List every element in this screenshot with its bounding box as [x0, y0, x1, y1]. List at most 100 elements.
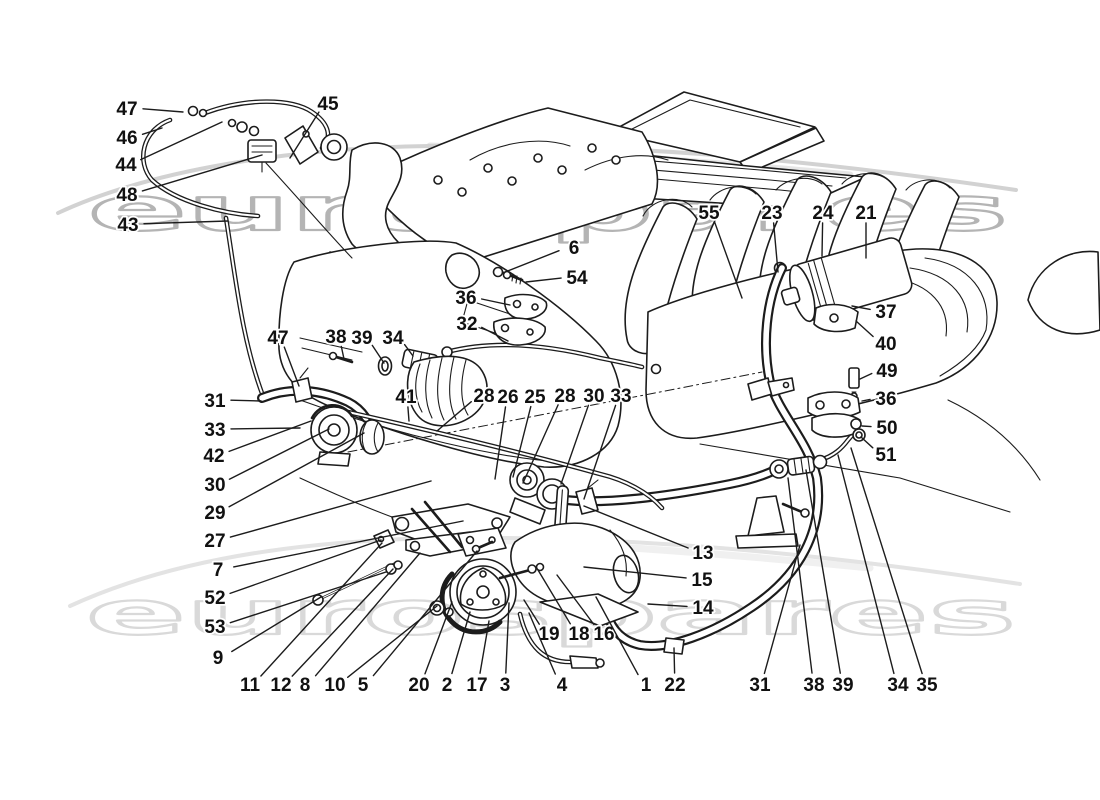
- part-label-1[interactable]: 1: [639, 673, 654, 698]
- part-label-55[interactable]: 55: [697, 201, 722, 226]
- part-label-39[interactable]: 39: [350, 326, 375, 351]
- part-label-52[interactable]: 52: [203, 586, 228, 611]
- leader-line-19: [523, 599, 540, 625]
- part-label-51[interactable]: 51: [874, 443, 899, 468]
- part-label-31[interactable]: 31: [748, 673, 773, 698]
- line-art: [415, 356, 469, 421]
- centerline: [347, 371, 763, 453]
- leader-line-1: [595, 596, 639, 676]
- line-art: [381, 360, 389, 372]
- part-label-54[interactable]: 54: [565, 266, 590, 291]
- leader-line-40: [855, 320, 874, 338]
- part-label-32[interactable]: 32: [455, 312, 480, 337]
- part-label-6[interactable]: 6: [567, 236, 581, 261]
- leader-line-41: [407, 406, 410, 422]
- part-label-47[interactable]: 47: [115, 97, 140, 122]
- part-label-15[interactable]: 15: [690, 568, 715, 593]
- part-label-38[interactable]: 38: [802, 673, 827, 698]
- part-label-12[interactable]: 12: [269, 673, 294, 698]
- line-art: [782, 381, 790, 389]
- bellows-boot: [406, 355, 488, 427]
- part-label-49[interactable]: 49: [875, 359, 900, 384]
- part-label-10[interactable]: 10: [323, 673, 348, 698]
- part-label-30[interactable]: 30: [582, 384, 607, 409]
- leader-line-43: [143, 220, 229, 225]
- part-label-14[interactable]: 14: [691, 596, 716, 621]
- line-art: [855, 431, 863, 439]
- part-label-31[interactable]: 31: [203, 389, 228, 414]
- part-label-39[interactable]: 39: [831, 673, 856, 698]
- part-label-27[interactable]: 27: [203, 529, 228, 554]
- line-art: [394, 516, 410, 532]
- part-label-2[interactable]: 2: [440, 673, 454, 698]
- line-art: [774, 464, 784, 474]
- part-label-41[interactable]: 41: [394, 385, 419, 410]
- part-label-11[interactable]: 11: [238, 673, 262, 698]
- part-label-43[interactable]: 43: [116, 213, 141, 238]
- line-art: [265, 162, 353, 259]
- part-label-17[interactable]: 17: [465, 673, 490, 698]
- line-art: [650, 363, 662, 375]
- part-label-25[interactable]: 25: [523, 385, 548, 410]
- part-label-8[interactable]: 8: [298, 673, 312, 698]
- part-label-28[interactable]: 28: [553, 384, 578, 409]
- part-label-53[interactable]: 53: [203, 615, 228, 640]
- line-art: [466, 598, 474, 606]
- part-label-26[interactable]: 26: [496, 385, 521, 410]
- line-art: [595, 658, 605, 668]
- part-label-30[interactable]: 30: [203, 473, 228, 498]
- part-label-50[interactable]: 50: [875, 416, 900, 441]
- bracket: [284, 125, 319, 165]
- leader-line-47: [142, 108, 184, 113]
- part-label-20[interactable]: 20: [407, 673, 432, 698]
- part-label-42[interactable]: 42: [202, 444, 227, 469]
- part-label-38[interactable]: 38: [324, 325, 349, 350]
- part-label-40[interactable]: 40: [874, 332, 899, 357]
- part-label-5[interactable]: 5: [356, 673, 371, 698]
- part-label-28[interactable]: 28: [472, 384, 497, 409]
- part-label-33[interactable]: 33: [203, 418, 228, 443]
- part-label-45[interactable]: 45: [316, 92, 341, 117]
- part-label-46[interactable]: 46: [115, 126, 140, 151]
- line-art: [841, 399, 851, 409]
- part-label-7[interactable]: 7: [211, 558, 225, 583]
- part-label-44[interactable]: 44: [114, 153, 139, 178]
- part-label-37[interactable]: 37: [874, 300, 899, 325]
- washer: [227, 118, 237, 128]
- leader-line-29: [228, 432, 365, 508]
- leader-line-54: [525, 277, 562, 283]
- part-label-24[interactable]: 24: [811, 201, 836, 226]
- part-label-3[interactable]: 3: [498, 673, 512, 698]
- part-label-23[interactable]: 23: [760, 201, 785, 226]
- part-label-4[interactable]: 4: [555, 673, 570, 698]
- part-label-18[interactable]: 18: [567, 622, 592, 647]
- part-label-35[interactable]: 35: [915, 673, 940, 698]
- part-label-13[interactable]: 13: [691, 541, 716, 566]
- line-art: [361, 422, 379, 453]
- part-label-34[interactable]: 34: [381, 326, 406, 351]
- part-label-48[interactable]: 48: [115, 183, 140, 208]
- flag-bracket: [493, 317, 546, 346]
- leader-line-34: [403, 343, 414, 357]
- part-label-16[interactable]: 16: [592, 622, 617, 647]
- line-art: [603, 265, 821, 649]
- line-art: [142, 119, 259, 217]
- line-art: [317, 451, 351, 467]
- part-label-36[interactable]: 36: [454, 286, 479, 311]
- part-label-22[interactable]: 22: [663, 673, 688, 698]
- part-label-34[interactable]: 34: [886, 673, 911, 698]
- part-label-29[interactable]: 29: [203, 501, 228, 526]
- line-art: [527, 564, 537, 574]
- part-label-47[interactable]: 47: [266, 326, 291, 351]
- leader-line-17: [479, 620, 490, 674]
- leader-line-28: [522, 404, 559, 484]
- part-label-19[interactable]: 19: [537, 622, 562, 647]
- part-label-21[interactable]: 21: [854, 201, 879, 226]
- part-label-9[interactable]: 9: [211, 646, 225, 671]
- part-label-36[interactable]: 36: [874, 387, 899, 412]
- line-art: [611, 155, 621, 165]
- line-art: [507, 176, 517, 186]
- part-label-33[interactable]: 33: [609, 384, 634, 409]
- leader-line-38: [340, 345, 345, 360]
